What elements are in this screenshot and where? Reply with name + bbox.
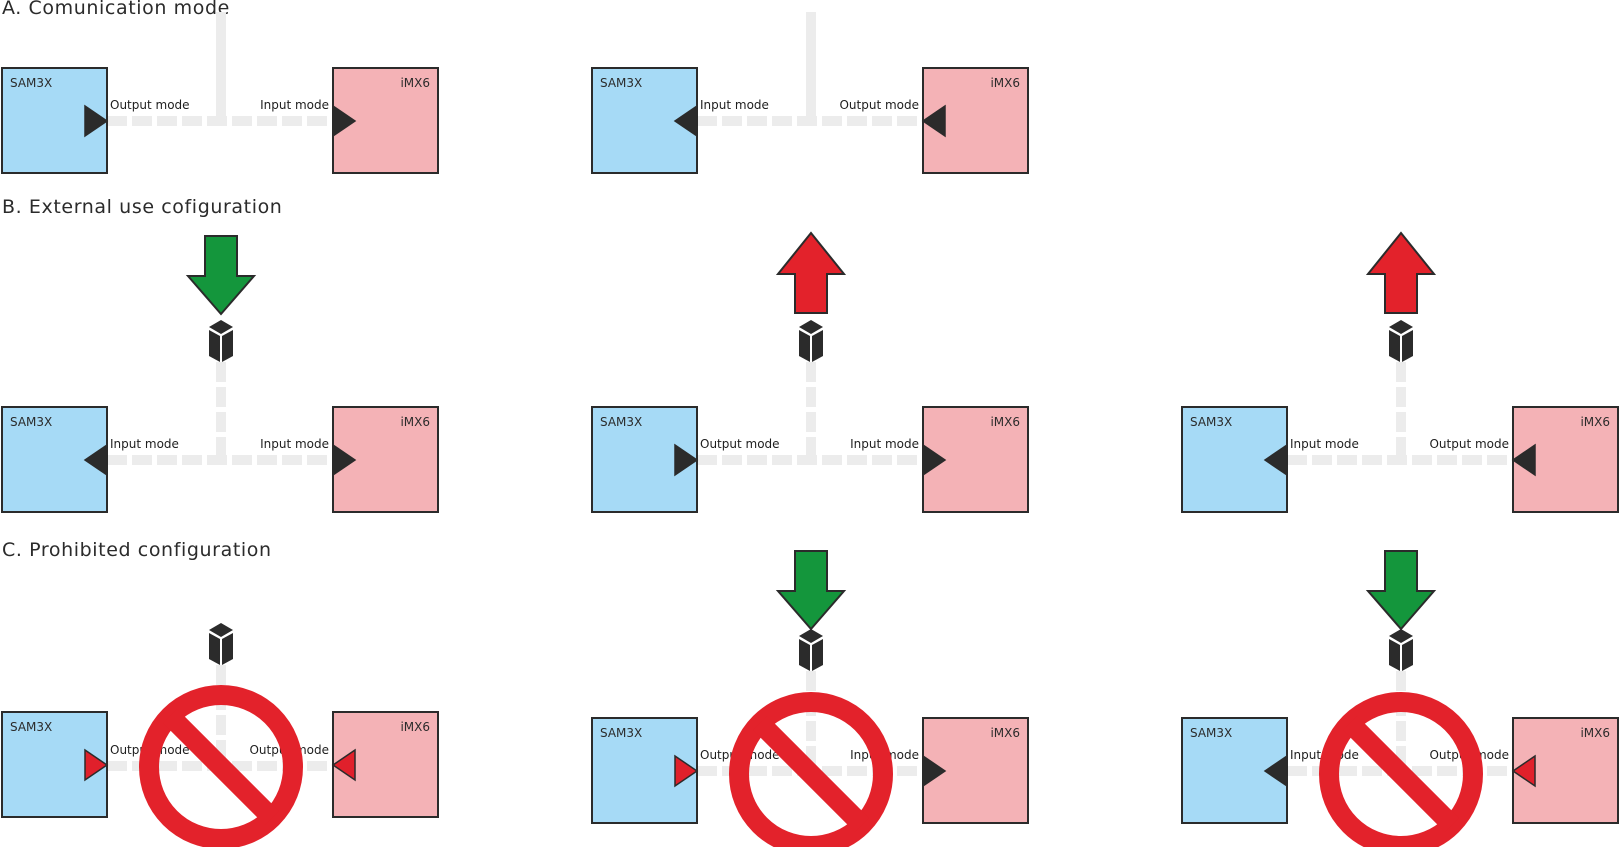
pin-triangle-icon <box>1511 754 1536 788</box>
pin-triangle-icon <box>1263 754 1288 788</box>
arrow-down-icon <box>185 235 257 316</box>
imx6-box-label: iMX6 <box>400 415 430 429</box>
connector-icon <box>799 320 823 362</box>
pin-triangle-icon <box>83 443 108 477</box>
pin-triangle-icon <box>1263 443 1288 477</box>
imx6-mode-label: Input mode <box>260 98 329 112</box>
connector-icon <box>209 623 233 665</box>
sam3x-mode-label: Output mode <box>110 98 190 112</box>
sam3x-mode-label: Input mode <box>110 437 179 451</box>
sam3x-mode-label: Output mode <box>700 437 780 451</box>
pin-triangle-icon <box>922 754 947 788</box>
pin-triangle-icon <box>673 104 698 138</box>
sam3x-box-label: SAM3X <box>600 76 642 90</box>
pin-triangle-icon <box>84 748 109 782</box>
prohibited-icon <box>139 685 303 847</box>
connector-icon <box>1389 320 1413 362</box>
pin-triangle-icon <box>1511 443 1536 477</box>
pin-triangle-icon <box>921 104 946 138</box>
arrow-up-icon <box>1365 231 1437 314</box>
section-c-title: C. Prohibited configuration <box>2 539 272 561</box>
sam3x-box-label: SAM3X <box>600 415 642 429</box>
sam3x-box-label: SAM3X <box>1190 726 1232 740</box>
arrow-up-icon <box>775 231 847 314</box>
section-a-title: A. Comunication mode <box>2 0 230 19</box>
arrow-down-icon <box>775 550 847 631</box>
pin-triangle-icon <box>332 443 357 477</box>
section-b-title: B. External use cofiguration <box>2 196 283 218</box>
pin-triangle-icon <box>84 104 109 138</box>
sam3x-box-label: SAM3X <box>1190 415 1232 429</box>
connector-icon <box>799 629 823 671</box>
imx6-box-label: iMX6 <box>400 76 430 90</box>
sam3x-box-label: SAM3X <box>600 726 642 740</box>
pin-triangle-icon <box>922 443 947 477</box>
arrow-down-icon <box>1365 550 1437 631</box>
sam3x-box-label: SAM3X <box>10 720 52 734</box>
pin-triangle-icon <box>331 748 356 782</box>
imx6-mode-label: Output mode <box>1429 437 1509 451</box>
sam3x-mode-label: Input mode <box>1290 437 1359 451</box>
sam3x-box-label: SAM3X <box>10 415 52 429</box>
pin-triangle-icon <box>332 104 357 138</box>
imx6-box-label: iMX6 <box>1580 726 1610 740</box>
imx6-box-label: iMX6 <box>990 726 1020 740</box>
prohibited-icon <box>729 692 893 847</box>
imx6-mode-label: Input mode <box>850 437 919 451</box>
prohibited-icon <box>1319 692 1483 847</box>
pin-triangle-icon <box>674 443 699 477</box>
sam3x-mode-label: Input mode <box>700 98 769 112</box>
connector-icon <box>1389 629 1413 671</box>
imx6-box-label: iMX6 <box>990 415 1020 429</box>
imx6-mode-label: Input mode <box>260 437 329 451</box>
imx6-box-label: iMX6 <box>1580 415 1610 429</box>
connector-icon <box>209 320 233 362</box>
imx6-box-label: iMX6 <box>400 720 430 734</box>
pin-triangle-icon <box>674 754 699 788</box>
sam3x-box-label: SAM3X <box>10 76 52 90</box>
imx6-box-label: iMX6 <box>990 76 1020 90</box>
imx6-mode-label: Output mode <box>839 98 919 112</box>
